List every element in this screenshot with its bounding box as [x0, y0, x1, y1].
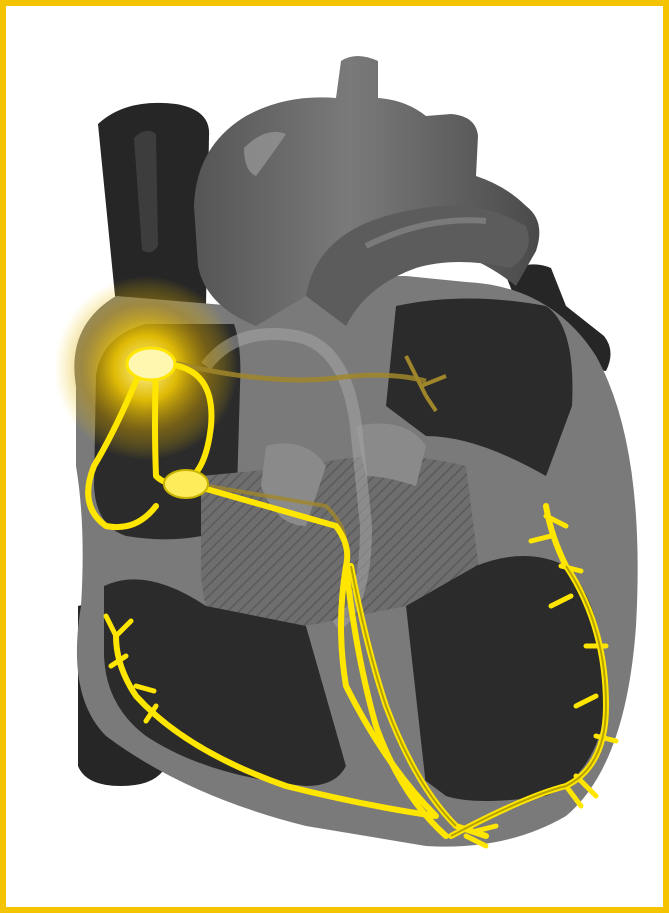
heart-diagram	[6, 6, 663, 907]
sa-node	[127, 348, 175, 380]
av-node	[164, 470, 208, 498]
left-ventricle	[406, 556, 606, 801]
